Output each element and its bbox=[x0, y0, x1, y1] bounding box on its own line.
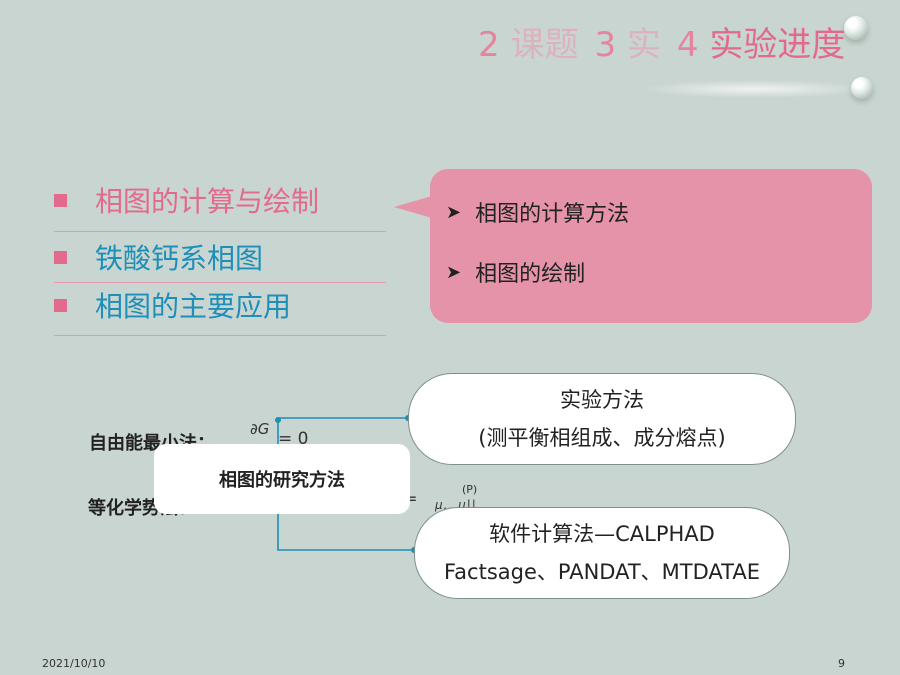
menu-item-label: 铁酸钙系相图 bbox=[95, 242, 264, 275]
arrow-right-icon: ➤ bbox=[446, 261, 462, 283]
menu-item-phase-calc[interactable]: 相图的计算与绘制 bbox=[54, 180, 319, 220]
water-drop-icon bbox=[851, 77, 873, 99]
header-glow bbox=[640, 80, 870, 98]
arrow-right-icon: ➤ bbox=[446, 201, 462, 223]
connector-bottom bbox=[277, 505, 414, 551]
square-bullet-icon bbox=[54, 250, 67, 264]
research-method-box: 相图的研究方法 bbox=[154, 444, 410, 514]
menu-divider bbox=[54, 335, 386, 336]
research-method-label: 相图的研究方法 bbox=[219, 470, 345, 491]
header-nav: 2 课题 3 实 4 实验进度 bbox=[478, 18, 878, 65]
callout-item-drawing[interactable]: ➤ 相图的绘制 bbox=[446, 256, 585, 288]
callout-box bbox=[430, 169, 872, 323]
header-tab-2[interactable]: 2 课题 bbox=[478, 24, 579, 65]
bubble-subtitle: (测平衡相组成、成分熔点) bbox=[478, 426, 726, 450]
header-tab-4[interactable]: 4 实验进度 bbox=[676, 24, 846, 65]
callout-item-label: 相图的绘制 bbox=[475, 262, 586, 287]
bubble-title: 实验方法 bbox=[560, 388, 644, 412]
callout-item-calc-method[interactable]: ➤ 相图的计算方法 bbox=[446, 196, 629, 228]
formula-fragment: (P) bbox=[462, 483, 478, 496]
software-method-bubble: 软件计算法—CALPHAD Factsage、PANDAT、MTDATAE bbox=[414, 507, 790, 599]
square-bullet-icon bbox=[54, 298, 67, 312]
callout-pointer bbox=[394, 196, 432, 218]
experiment-method-bubble: 实验方法 (测平衡相组成、成分熔点) bbox=[408, 373, 796, 465]
page-number: 9 bbox=[838, 657, 845, 670]
bubble-title: 软件计算法—CALPHAD bbox=[489, 522, 715, 546]
bubble-subtitle: Factsage、PANDAT、MTDATAE bbox=[444, 560, 760, 584]
square-bullet-icon bbox=[54, 193, 67, 207]
menu-item-applications[interactable]: 相图的主要应用 bbox=[54, 285, 291, 325]
formula-fragment: ∂G bbox=[250, 420, 270, 438]
menu-divider bbox=[54, 231, 386, 232]
water-drop-icon bbox=[844, 16, 868, 40]
header-tab-3[interactable]: 3 实 bbox=[594, 24, 661, 65]
menu-item-calcium-ferrite[interactable]: 铁酸钙系相图 bbox=[54, 237, 263, 277]
menu-divider bbox=[54, 282, 386, 283]
menu-item-label: 相图的计算与绘制 bbox=[95, 185, 320, 218]
menu-item-label: 相图的主要应用 bbox=[95, 290, 292, 323]
connector-top bbox=[277, 417, 408, 420]
callout-item-label: 相图的计算方法 bbox=[475, 202, 630, 227]
footer-date: 2021/10/10 bbox=[42, 657, 106, 670]
connector-dot bbox=[275, 417, 281, 423]
